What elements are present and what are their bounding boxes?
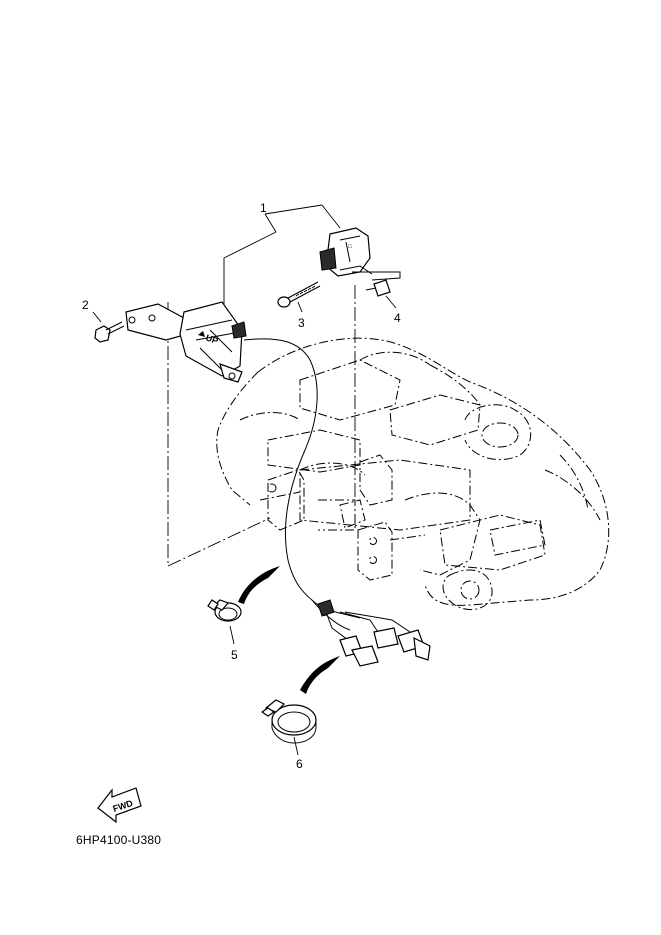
callout-1: 1: [260, 201, 267, 215]
small-clamp: [207, 599, 242, 622]
callout-6: 6: [296, 757, 303, 771]
trim-sensor-body: UP: [125, 301, 247, 383]
wire-harness: [243, 338, 431, 667]
up-marking: UP: [204, 332, 219, 346]
callout-3: 3: [298, 316, 305, 330]
diagram-code: 6HP4100-U380: [76, 833, 162, 847]
callout-5: 5: [231, 648, 238, 662]
leader-lines: [92, 204, 397, 756]
engine-mount-ghost: [216, 337, 610, 610]
callout-4: 4: [394, 311, 401, 325]
sensor-clip: [365, 279, 391, 297]
large-clamp: [260, 699, 317, 744]
trim-sensor-rotor: □: [319, 227, 401, 281]
fwd-direction-arrow: FWD: [97, 787, 142, 824]
svg-text:□: □: [348, 244, 352, 250]
callout-2: 2: [82, 298, 89, 312]
screw: [277, 281, 321, 308]
bolt: [94, 321, 125, 343]
clamp-arrows: [238, 566, 340, 694]
